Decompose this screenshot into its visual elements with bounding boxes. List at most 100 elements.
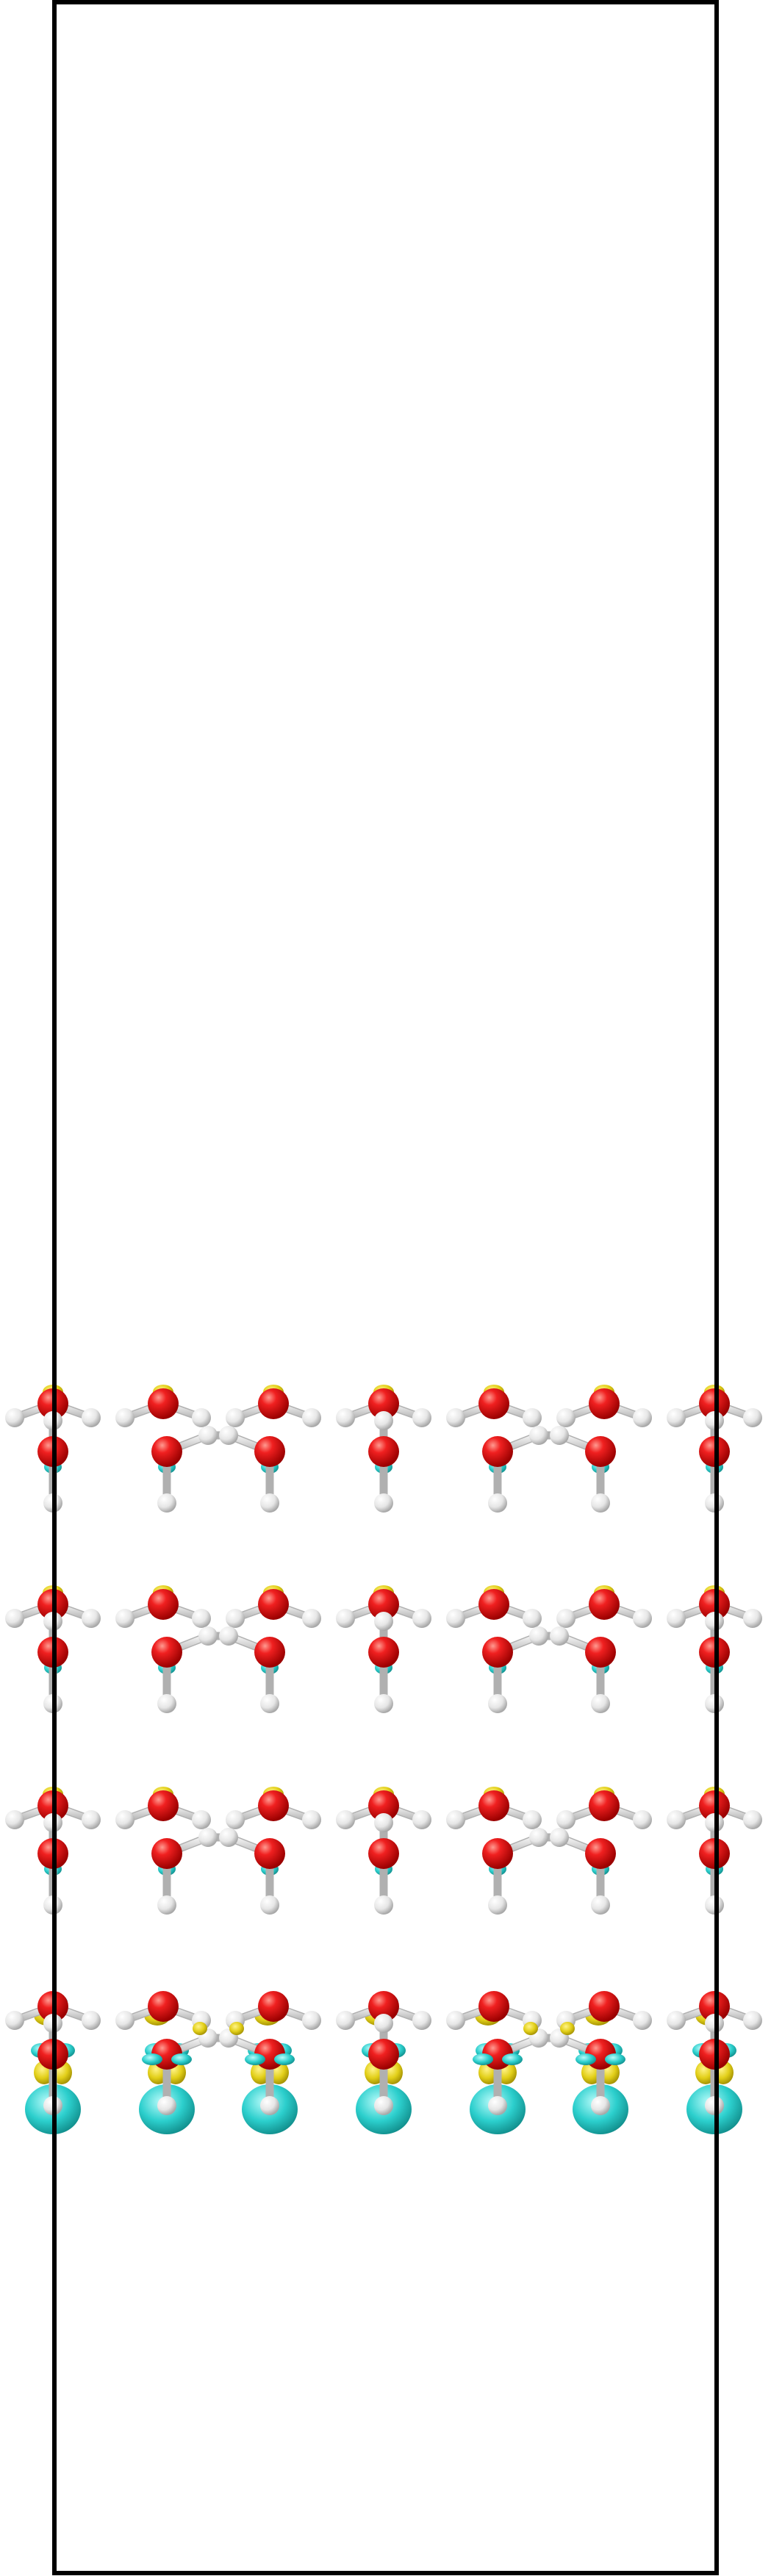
oxygen-atom	[368, 1388, 399, 1419]
hydrogen-atom	[374, 1411, 393, 1430]
unit-cell-outline	[52, 0, 719, 2575]
oxygen-atom	[151, 1637, 182, 1668]
isosurface-negative	[502, 2053, 523, 2065]
hydrogen-atom	[198, 1828, 218, 1847]
oxygen-atom	[482, 1436, 513, 1467]
oxygen-atom	[148, 1388, 179, 1419]
oxygen-atom	[589, 1790, 620, 1821]
hydrogen-atom	[412, 1408, 431, 1427]
hydrogen-atom	[591, 1493, 610, 1513]
oxygen-atom	[589, 1388, 620, 1419]
oxygen-atom	[254, 1436, 285, 1467]
hydrogen-atom	[157, 1895, 176, 1915]
hydrogen-atom	[5, 1810, 24, 1829]
oxygen-atom	[151, 1838, 182, 1869]
hydrogen-atom	[336, 2011, 355, 2030]
oxygen-atom	[589, 1589, 620, 1620]
hydrogen-atom	[302, 2011, 321, 2030]
hydrogen-atom	[198, 1426, 218, 1445]
isosurface-positive	[523, 2022, 538, 2035]
oxygen-atom	[368, 2039, 399, 2070]
hydrogen-atom	[374, 1694, 393, 1713]
hydrogen-atom	[192, 1609, 211, 1628]
oxygen-atom	[258, 1388, 289, 1419]
hydrogen-atom	[633, 1810, 652, 1829]
isosurface-negative	[473, 2053, 493, 2065]
hydrogen-atom	[115, 1408, 135, 1427]
isosurface-negative	[575, 2053, 596, 2065]
oxygen-atom	[148, 1991, 179, 2022]
oxygen-atom	[589, 1991, 620, 2022]
hydrogen-atom	[667, 1609, 686, 1628]
hydrogen-atom	[115, 1810, 135, 1829]
oxygen-atom	[478, 1589, 509, 1620]
oxygen-atom	[585, 1436, 616, 1467]
hydrogen-atom	[529, 1626, 548, 1646]
hydrogen-atom	[743, 2011, 762, 2030]
hydrogen-atom	[743, 1810, 762, 1829]
hydrogen-atom	[5, 2011, 24, 2030]
hydrogen-atom	[5, 1609, 24, 1628]
hydrogen-atom	[488, 1895, 507, 1915]
hydrogen-atom	[667, 2011, 686, 2030]
hydrogen-atom	[219, 1626, 238, 1646]
hydrogen-atom	[412, 1609, 431, 1628]
hydrogen-atom	[633, 1609, 652, 1628]
hydrogen-atom	[336, 1609, 355, 1628]
oxygen-atom	[148, 1790, 179, 1821]
hydrogen-atom	[743, 1609, 762, 1628]
hydrogen-atom	[550, 1426, 569, 1445]
hydrogen-atom	[529, 1828, 548, 1847]
atoms-layer	[5, 1385, 762, 2134]
oxygen-atom	[585, 1637, 616, 1668]
isosurface-positive	[229, 2022, 244, 2035]
oxygen-atom	[368, 1637, 399, 1668]
oxygen-atom	[585, 1838, 616, 1869]
hydrogen-atom	[374, 1493, 393, 1513]
hydrogen-atom	[550, 1828, 569, 1847]
hydrogen-atom	[633, 1408, 652, 1427]
hydrogen-atom	[446, 1609, 465, 1628]
oxygen-atom	[482, 1637, 513, 1668]
isosurface-positive	[560, 2022, 575, 2035]
hydrogen-atom	[226, 1609, 245, 1628]
hydrogen-atom	[591, 1895, 610, 1915]
hydrogen-atom	[374, 2014, 393, 2033]
hydrogen-atom	[591, 2096, 610, 2115]
hydrogen-atom	[82, 2011, 101, 2030]
oxygen-atom	[368, 1838, 399, 1869]
hydrogen-atom	[336, 1408, 355, 1427]
hydrogen-atom	[488, 1493, 507, 1513]
oxygen-atom	[368, 1991, 399, 2022]
hydrogen-atom	[412, 2011, 431, 2030]
hydrogen-atom	[743, 1408, 762, 1427]
hydrogen-atom	[591, 1694, 610, 1713]
hydrogen-atom	[488, 2096, 507, 2115]
hydrogen-atom	[226, 1810, 245, 1829]
hydrogen-atom	[192, 1408, 211, 1427]
hydrogen-atom	[82, 1810, 101, 1829]
hydrogen-atom	[82, 1408, 101, 1427]
hydrogen-atom	[556, 1609, 575, 1628]
hydrogen-atom	[523, 1408, 542, 1427]
isosurface-negative	[274, 2053, 295, 2065]
hydrogen-atom	[488, 1694, 507, 1713]
isosurface-negative	[245, 2053, 265, 2065]
hydrogen-atom	[115, 1609, 135, 1628]
hydrogen-atom	[550, 1626, 569, 1646]
hydrogen-atom	[523, 1609, 542, 1628]
hydrogen-atom	[219, 1426, 238, 1445]
hydrogen-atom	[529, 1426, 548, 1445]
hydrogen-atom	[302, 1810, 321, 1829]
oxygen-atom	[151, 1436, 182, 1467]
oxygen-atom	[368, 1589, 399, 1620]
isosurface-negative	[142, 2053, 162, 2065]
hydrogen-atom	[219, 1828, 238, 1847]
hydrogen-atom	[302, 1408, 321, 1427]
hydrogen-atom	[115, 2011, 135, 2030]
hydrogen-atom	[260, 2096, 279, 2115]
hydrogen-atom	[374, 1612, 393, 1631]
hydrogen-atom	[446, 2011, 465, 2030]
hydrogen-atom	[446, 1810, 465, 1829]
